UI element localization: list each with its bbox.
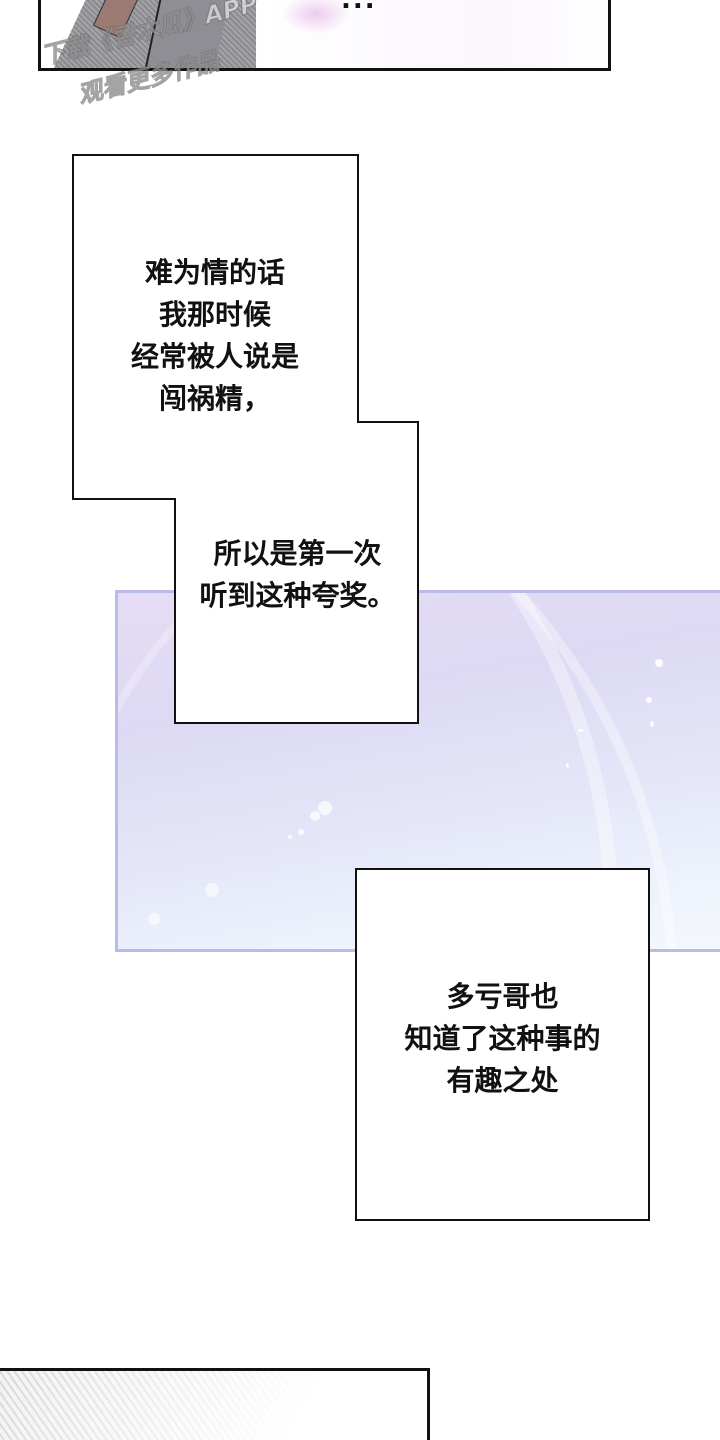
sparkle-dot [288, 835, 292, 839]
speech-box-1-text: 难为情的话 我那时候 经常被人说是 闯祸精， [100, 252, 330, 420]
dialogue-line: 难为情的话 [144, 256, 285, 289]
sparkle-effect [281, 0, 351, 34]
sparkle-dot [578, 729, 584, 732]
speech-box-2-text: 多亏哥也 知道了这种事的 有趣之处 [357, 976, 648, 1102]
dialogue-line: 知道了这种事的 [404, 1022, 601, 1055]
sparkle-dot [205, 883, 219, 897]
sparkle-dot [650, 721, 654, 727]
sparkle-dot [318, 801, 332, 815]
sparkle-dot [566, 763, 569, 768]
sparkle-dot [646, 697, 652, 703]
dialogue-line: 闯祸精， [158, 382, 271, 415]
dialogue-line: 所以是第一次 [213, 537, 382, 570]
dialogue-line: 听到这种夸奖。 [199, 579, 396, 612]
sparkle-dot [655, 659, 663, 667]
dialogue-line: 有趣之处 [446, 1064, 559, 1097]
character-arm [92, 0, 140, 39]
dialogue-line: 我那时候 [158, 298, 271, 331]
sparkle-dot [310, 811, 320, 821]
top-panel-text: ... [341, 0, 377, 15]
sparkle-dot [298, 829, 304, 835]
speech-box-1b-text: 所以是第一次 听到这种夸奖。 [180, 533, 415, 617]
top-comic-panel: ... [38, 0, 611, 71]
speech-box-2: 多亏哥也 知道了这种事的 有趣之处 [355, 868, 650, 1221]
sparkle-dot [148, 913, 160, 925]
bottom-comic-panel [0, 1368, 430, 1440]
character-illustration [41, 0, 256, 68]
character-clothing [141, 0, 231, 68]
dialogue-line: 经常被人说是 [130, 340, 299, 373]
dialogue-line: 多亏哥也 [446, 980, 559, 1013]
